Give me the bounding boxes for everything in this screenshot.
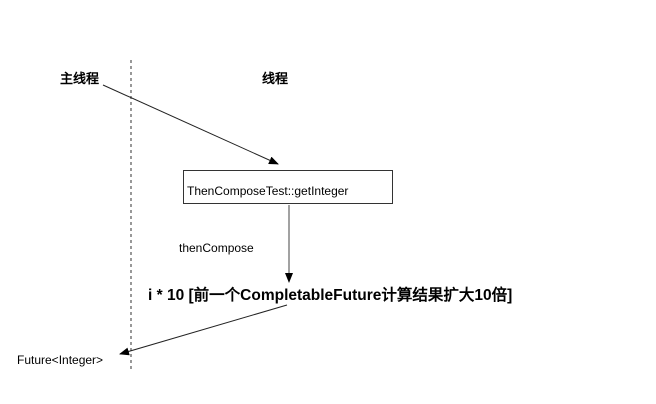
method-box-label: ThenComposeTest::getInteger bbox=[187, 184, 349, 198]
main-thread-label: 主线程 bbox=[60, 71, 100, 86]
future-return-label: Future<Integer> bbox=[17, 353, 104, 367]
result-label: i * 10 [前一个CompletableFuture计算结果扩大10倍] bbox=[148, 287, 513, 304]
thencompose-label: thenCompose bbox=[179, 241, 254, 255]
worker-thread-label: 线程 bbox=[262, 71, 289, 86]
return-arrow bbox=[119, 304, 288, 356]
method-box: ThenComposeTest::getInteger bbox=[183, 170, 393, 204]
call-arrow bbox=[102, 84, 279, 165]
